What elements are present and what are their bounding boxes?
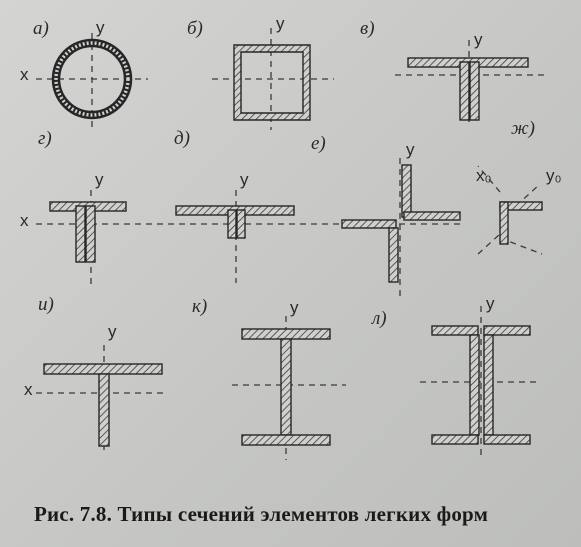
section-label-b: б) (187, 18, 203, 39)
axis-label-y-k: y (290, 298, 299, 317)
axis-label-y-d: y (240, 170, 249, 189)
axis-label-x-g: x (20, 211, 29, 230)
section-label-k: к) (192, 296, 208, 317)
axis-label-y-v: y (474, 30, 483, 49)
section-label-zh: ж) (511, 118, 536, 139)
section-label-l: л) (372, 308, 387, 329)
section-label-i: и) (38, 294, 54, 315)
axis-label-y-i: y (108, 322, 117, 341)
section-shapes (43, 38, 543, 447)
axis-label-x-i: x (24, 380, 33, 399)
section-label-v: в) (360, 18, 375, 39)
axis-label-y-l: y (486, 294, 495, 313)
axis-label-y0-zh: y₀ (546, 166, 562, 185)
axis-label-x-a: x (20, 65, 29, 84)
section-label-e: е) (311, 133, 326, 154)
section-label-d: д) (174, 128, 190, 149)
axis-label-y-g: y (95, 170, 104, 189)
axis-label-y-b: y (276, 14, 285, 33)
figure-caption: Рис. 7.8. Типы сечений элементов легких … (34, 502, 489, 526)
axis-label-y-e: y (406, 140, 415, 159)
section-label-g: г) (38, 128, 52, 149)
axis-label-y-a: y (96, 18, 105, 37)
axis-label-x0-zh: x₀ (476, 166, 492, 185)
section-label-a: а) (33, 18, 49, 39)
